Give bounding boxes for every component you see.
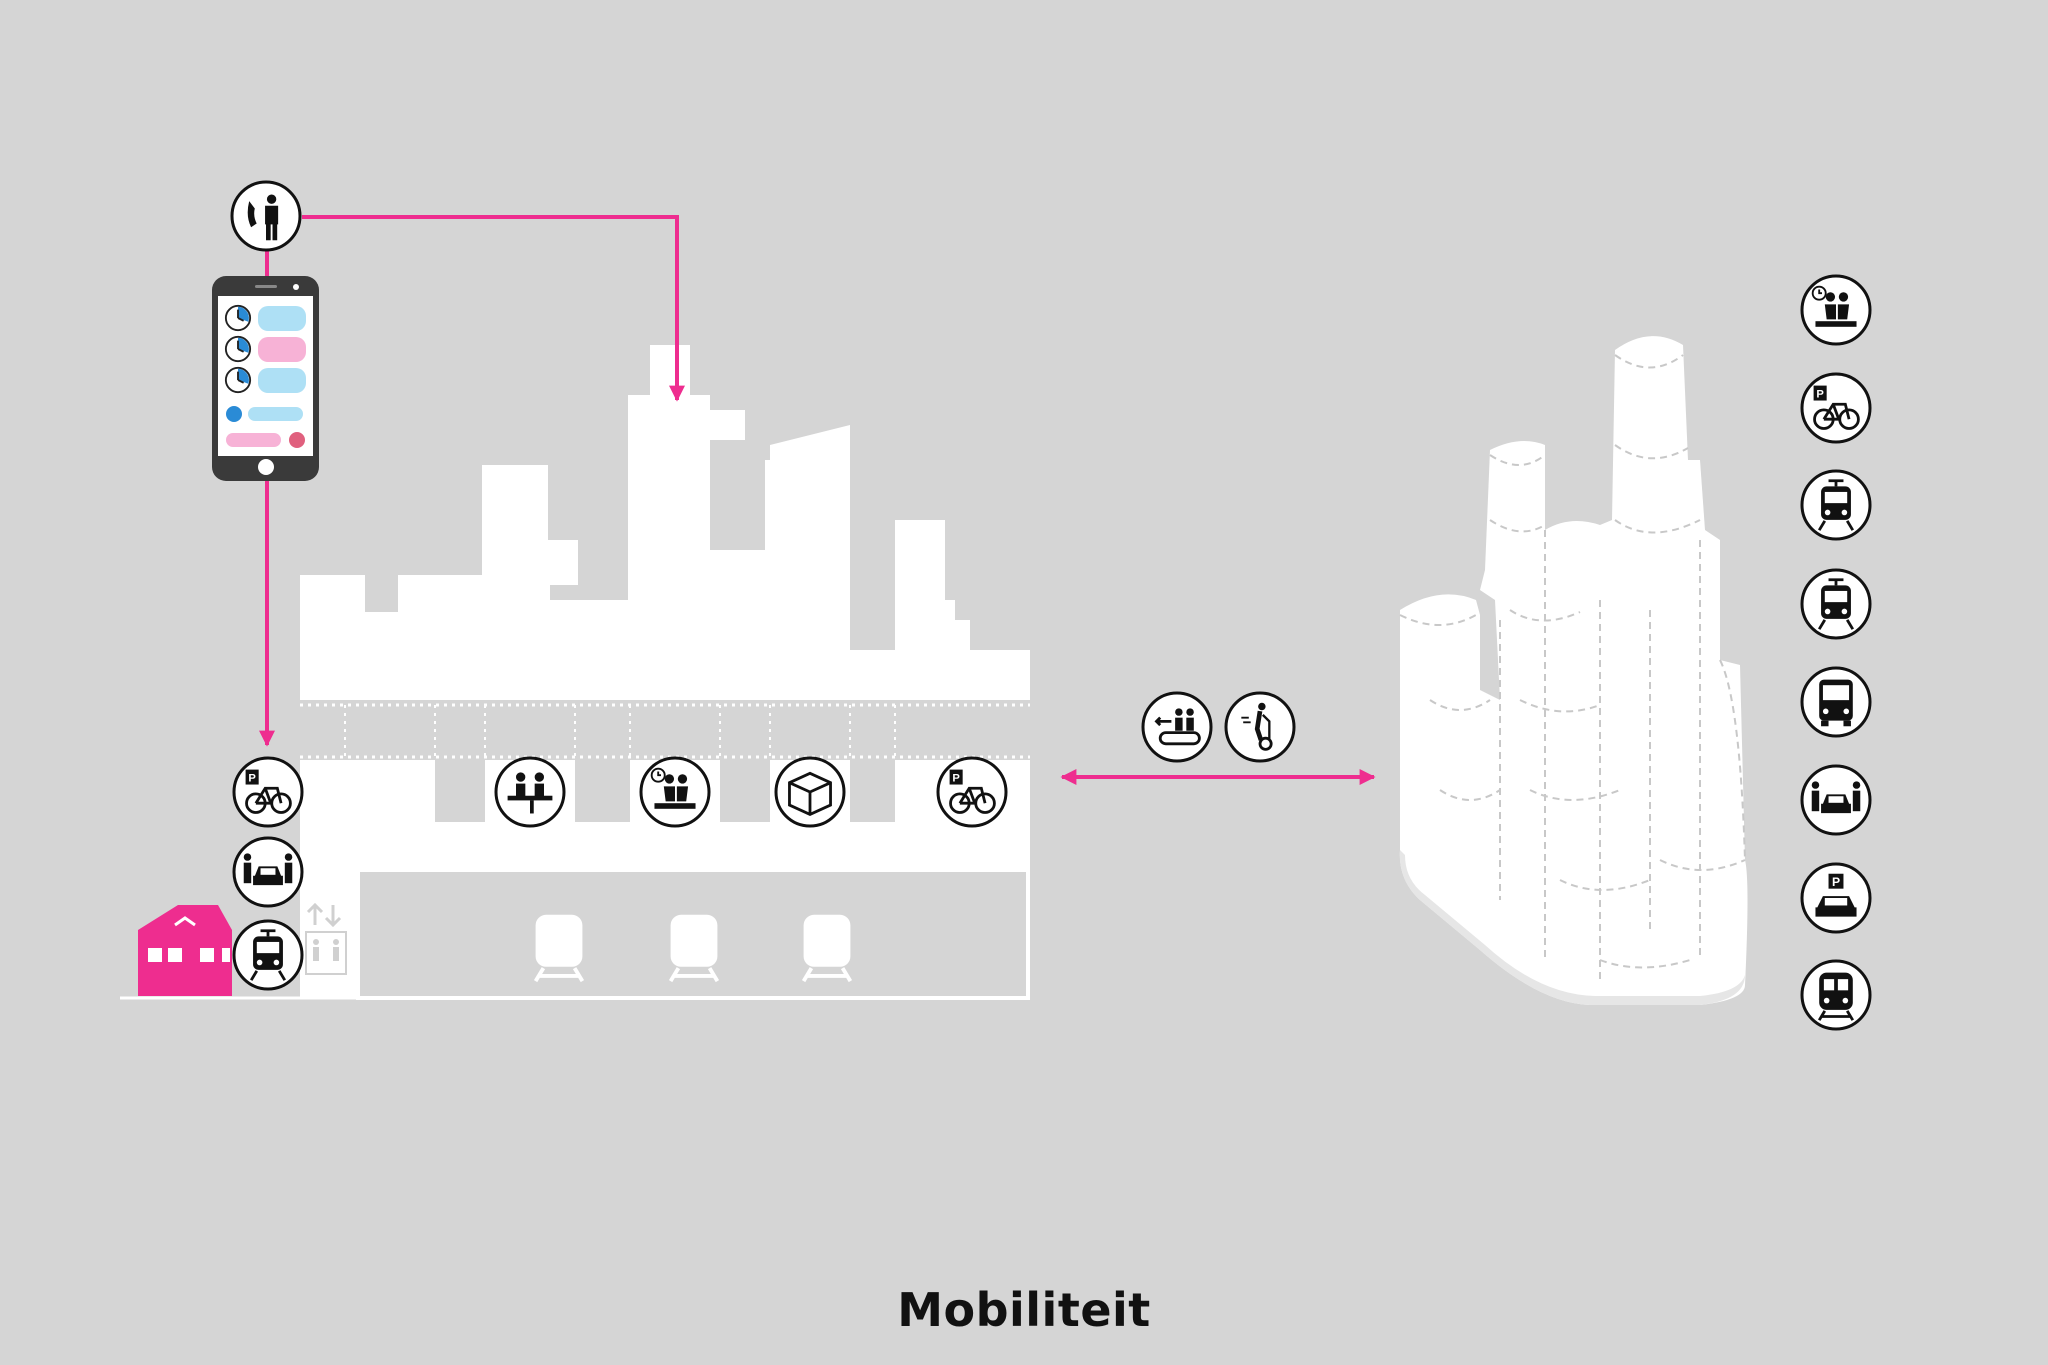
avatar-icon	[289, 432, 305, 448]
moving-walkway-icon[interactable]	[1141, 691, 1213, 763]
bicycle-parking-icon[interactable]	[232, 756, 304, 828]
message-bubble[interactable]	[248, 407, 303, 421]
connection-lines	[267, 215, 1376, 785]
avatar-icon	[226, 406, 242, 422]
smartphone[interactable]	[212, 276, 319, 481]
car-parking-icon[interactable]	[1800, 862, 1872, 934]
message-bubble[interactable]	[258, 368, 306, 393]
tram-icon[interactable]	[1800, 469, 1872, 541]
message-bubble[interactable]	[258, 337, 306, 362]
light-rail-icon[interactable]	[1800, 568, 1872, 640]
building-tower-detail	[482, 345, 945, 695]
segway-icon[interactable]	[1224, 691, 1296, 763]
tram-icon[interactable]	[232, 919, 304, 991]
diagram-caption: Mobiliteit	[897, 1283, 1151, 1337]
message-bubble[interactable]	[258, 306, 306, 331]
house-icon	[138, 905, 232, 996]
carpool-icon[interactable]	[1800, 764, 1872, 836]
train-icon[interactable]	[1800, 959, 1872, 1031]
caller-to-tower-line	[302, 215, 685, 402]
bus-icon[interactable]	[1800, 666, 1872, 738]
waiting-room-icon[interactable]	[639, 756, 711, 828]
hand-hub-illustration	[1399, 336, 1748, 1006]
concourse-openings	[435, 760, 895, 822]
bicycle-parking-icon[interactable]	[936, 756, 1008, 828]
platform-level	[120, 860, 1030, 1000]
parcel-box-icon[interactable]	[774, 756, 846, 828]
bicycle-parking-icon[interactable]	[1800, 372, 1872, 444]
clock-icon	[224, 304, 252, 332]
mezzanine-floor	[300, 700, 1030, 760]
clock-icon	[224, 335, 252, 363]
carpool-icon[interactable]	[232, 836, 304, 908]
service-desk-icon[interactable]	[494, 756, 566, 828]
caller-icon[interactable]	[230, 180, 302, 252]
message-bubble[interactable]	[226, 433, 281, 447]
waiting-room-icon[interactable]	[1800, 274, 1872, 346]
elevator-icon	[305, 902, 347, 975]
clock-icon	[224, 366, 252, 394]
